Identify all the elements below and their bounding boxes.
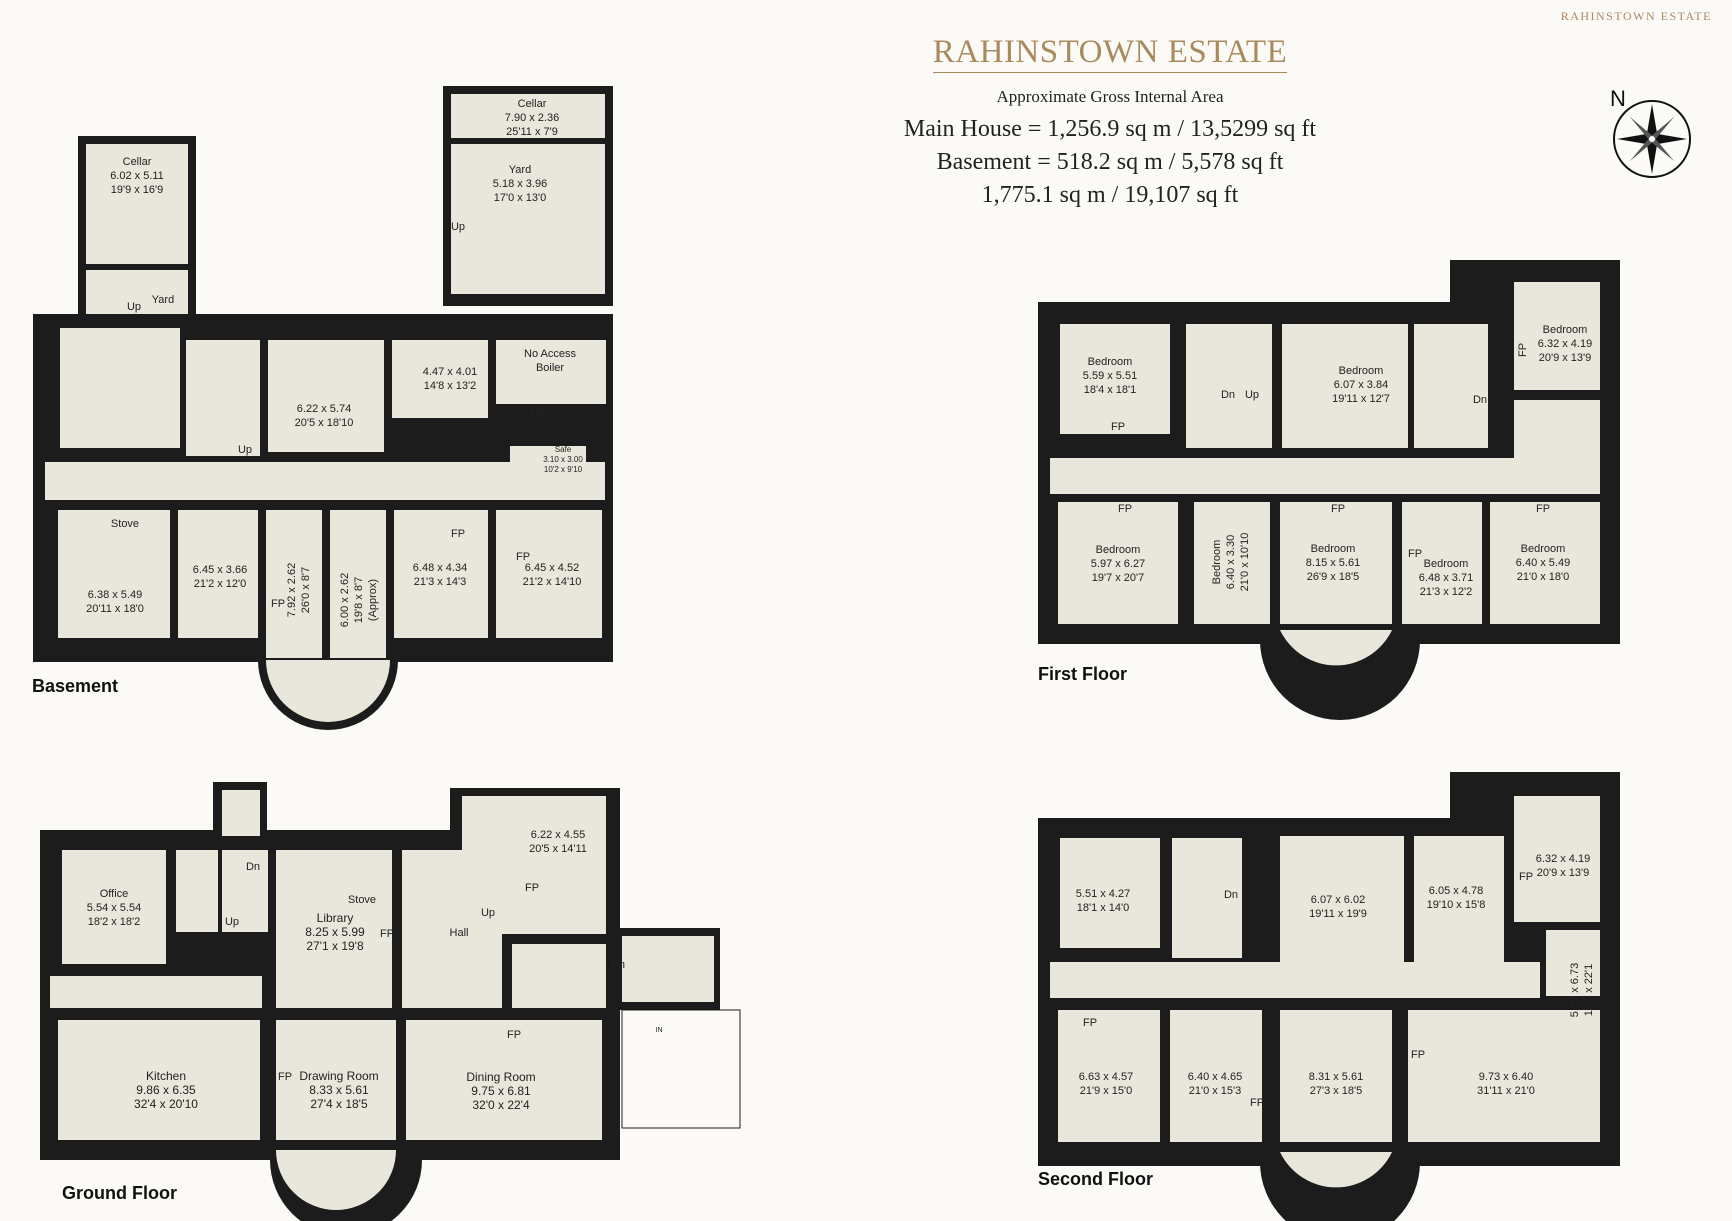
fireplace-label: FP [507,1029,521,1041]
fireplace-label: FP [525,882,539,894]
ground-floor-plan [40,782,741,1221]
stove-label: Stove [111,518,139,530]
fireplace-label: FP [380,928,394,940]
fireplace-label: FP [1519,871,1533,883]
area-total: 1,775.1 sq m / 19,107 sq ft [981,182,1239,208]
stair-label: Up [238,444,252,456]
floor-name-first: First Floor [1038,664,1127,684]
stair-label: Dn [1224,889,1238,901]
area-basement: Basement = 518.2 sq m / 5,578 sq ft [936,149,1284,175]
page-title: RAHINSTOWN ESTATE [932,34,1288,73]
stair-label: Dn [1221,389,1235,401]
fireplace-label: FP [1517,343,1529,357]
area-main-house: Main House = 1,256.9 sq m / 13,5299 sq f… [903,116,1317,142]
floor-name-second: Second Floor [1038,1169,1153,1189]
area-summary: Main House = 1,256.9 sq m / 13,5299 sq f… [860,113,1360,212]
first-floor-plan [1038,260,1620,720]
floor-name-ground: Ground Floor [62,1183,177,1203]
fireplace-label: FP [278,1071,292,1083]
room-label: Hall [450,927,469,939]
compass-icon: N [1610,86,1691,178]
stair-label: Dn [246,861,260,873]
stair-label: Up [225,916,239,928]
fireplace-label: FP [1411,1049,1425,1061]
basement-plan [33,86,613,730]
fireplace-label: FP [1083,1017,1097,1029]
stair-label: Up [451,221,465,233]
stair-label: Up [127,301,141,313]
floor-name-basement: Basement [32,676,118,696]
stair-label: Dn [611,959,625,971]
stair-label: Up [481,907,495,919]
fireplace-label: FP [1118,503,1132,515]
fireplace-label: FP [1536,503,1550,515]
plan-header: RAHINSTOWN ESTATE Approximate Gross Inte… [860,34,1360,212]
stair-label: Dn [1473,394,1487,406]
second-floor-plan [1038,772,1620,1221]
stove-label: Stove [348,894,376,906]
area-subtitle: Approximate Gross Internal Area [996,87,1224,106]
room-label: Yard [152,294,174,306]
brand-wordmark: RAHINSTOWN ESTATE [1560,9,1712,23]
fireplace-label: FP [1111,421,1125,433]
compass-north-label: N [1610,86,1626,111]
entrance-label: IN [656,1027,663,1034]
fireplace-label: FP [451,528,465,540]
stair-label: Up [1245,389,1259,401]
fireplace-label: FP [271,598,285,610]
fireplace-label: FP [516,551,530,563]
stair-label: Up [531,407,545,419]
fireplace-label: FP [1331,503,1345,515]
fireplace-label: FP [1250,1097,1264,1109]
fireplace-label: FP [1408,548,1422,560]
